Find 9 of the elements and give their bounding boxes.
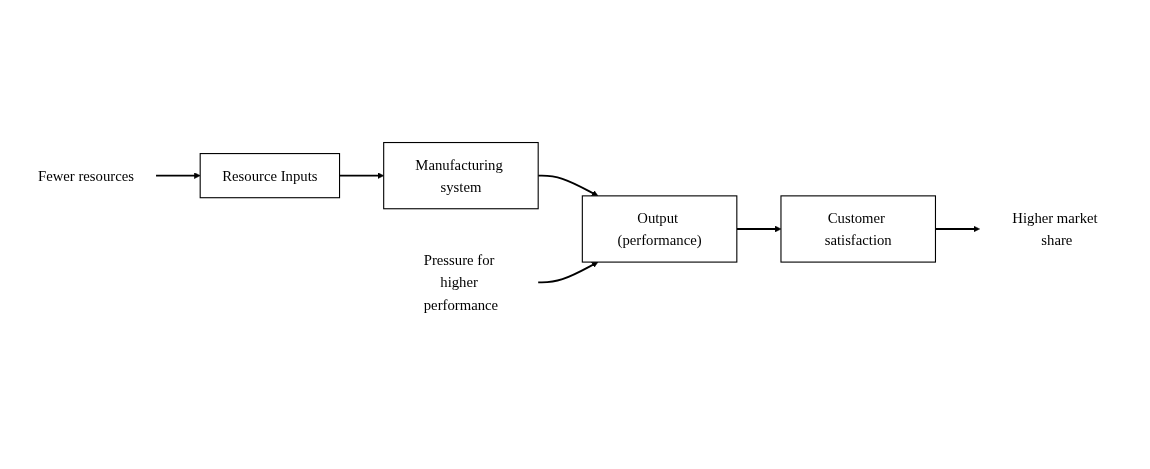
arrow <box>537 261 599 284</box>
node-text: Higher market share <box>1012 209 1098 249</box>
node-text: Pressure for higher performance <box>423 252 499 313</box>
node-box: Output (performance) <box>581 195 738 263</box>
arrow <box>155 172 201 179</box>
node-box: Resource Inputs <box>199 153 341 199</box>
node-box: Manufacturing system <box>383 142 539 210</box>
node-box: Customer satisfaction <box>780 195 936 263</box>
node-text: Fewer resources <box>37 167 134 184</box>
